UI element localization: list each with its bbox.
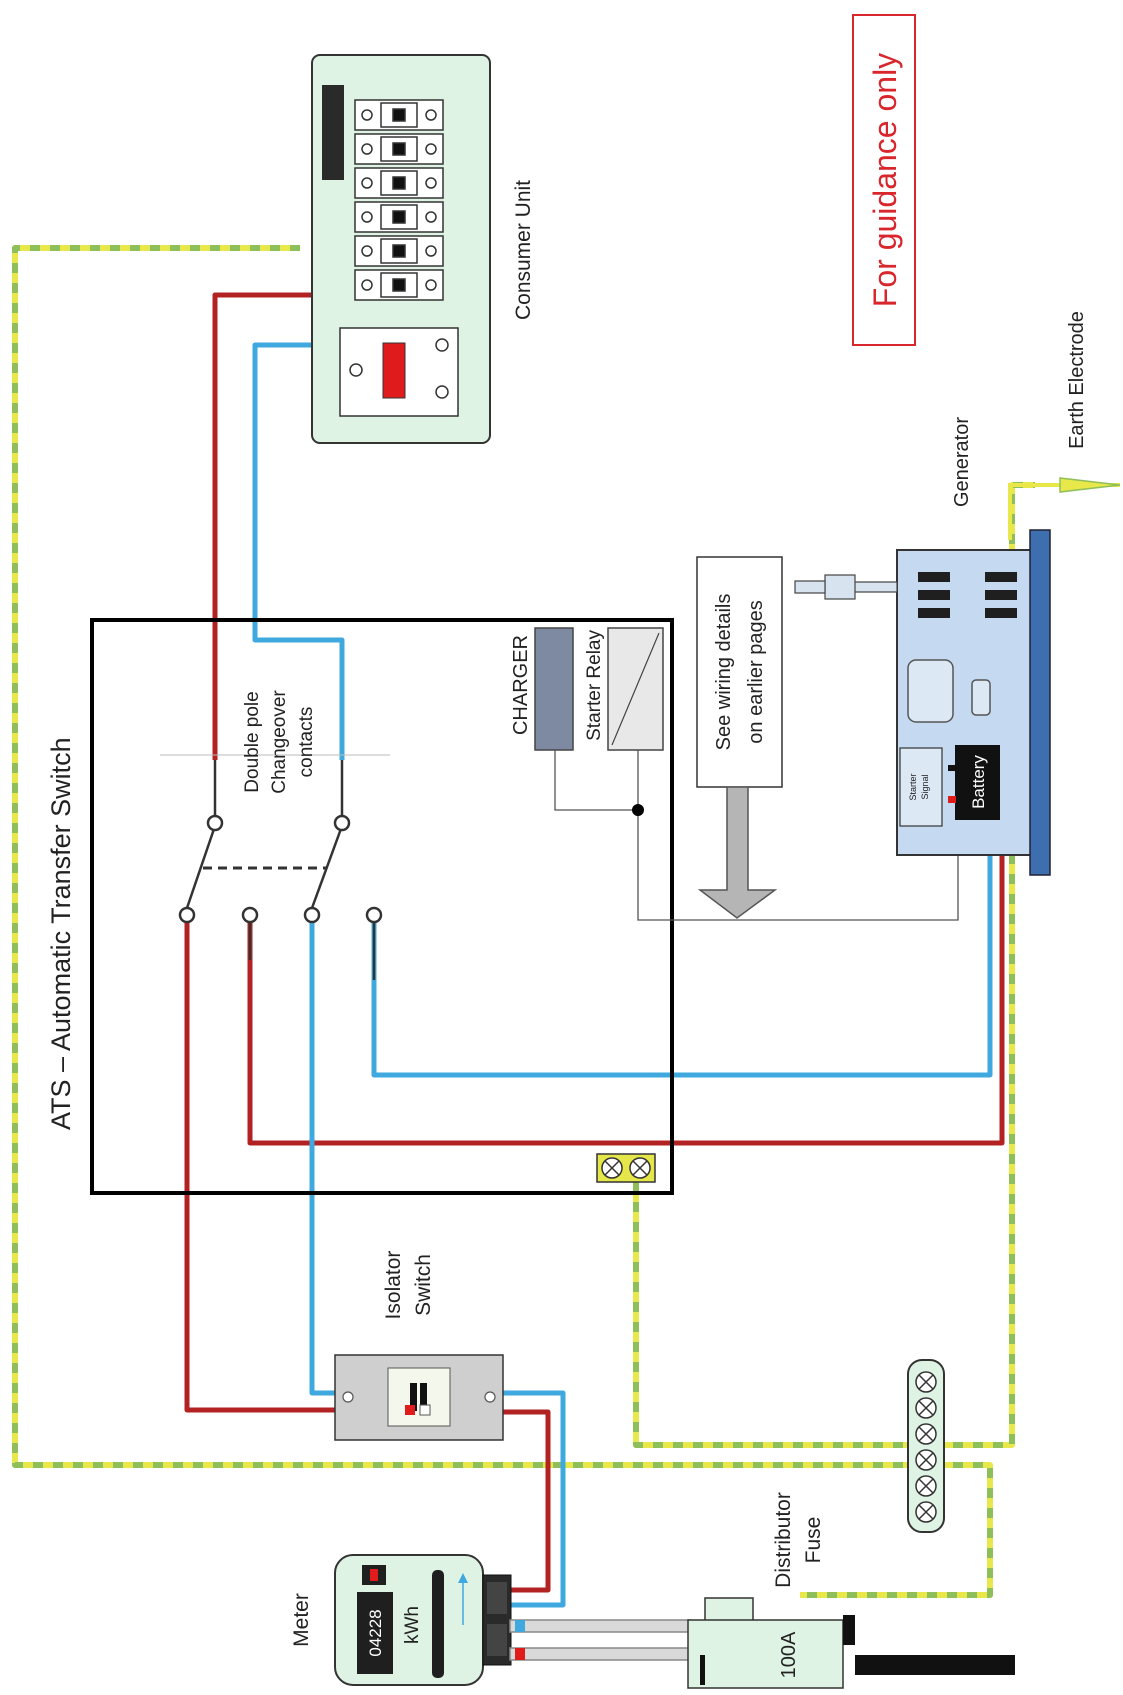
meter-reading: 04228 xyxy=(366,1609,385,1656)
meter-label: Meter xyxy=(290,1593,313,1647)
generator-label: Generator xyxy=(951,417,973,507)
starter-relay-label: Starter Relay xyxy=(584,630,605,741)
neutral-wire-generator xyxy=(371,855,993,1078)
ats-box xyxy=(90,618,674,1195)
charger-unit xyxy=(534,627,574,751)
neutral-wire-consumer xyxy=(252,342,345,760)
distributor-fuse xyxy=(687,1619,844,1689)
earth-electrode-label: Earth Electrode xyxy=(1066,311,1088,449)
battery-label: Battery xyxy=(969,755,988,809)
fuse-rating-label: 100A xyxy=(778,1631,800,1678)
starter-signal-label-2: Signal xyxy=(920,774,930,799)
generator-vents xyxy=(918,572,1017,618)
live-wire-isolator-in xyxy=(184,910,335,1413)
double-pole-label-1: Double pole xyxy=(242,691,263,792)
distributor-label-2: Fuse xyxy=(802,1517,825,1564)
see-wiring-label-2: on earlier pages xyxy=(745,600,767,743)
mcb-row xyxy=(354,99,444,301)
live-wire-meter xyxy=(503,1409,551,1593)
generator-battery xyxy=(955,745,1000,820)
live-wire-consumer xyxy=(212,292,315,760)
live-wires xyxy=(184,292,1005,1593)
isolator-label-1: Isolator xyxy=(382,1251,405,1320)
neutral-wire-meter xyxy=(503,1390,566,1608)
guidance-label: For guidance only xyxy=(867,53,903,307)
meter-unit: kWh xyxy=(402,1606,423,1644)
neutral-wires xyxy=(252,342,993,1608)
starter-signal-module xyxy=(899,747,943,827)
see-wiring-label-1: See wiring details xyxy=(713,594,735,751)
consumer-unit-label: Consumer Unit xyxy=(512,180,535,320)
double-pole-label-3: contacts xyxy=(296,707,317,778)
distributor-label-1: Distributor xyxy=(772,1492,795,1588)
isolator-label-2: Switch xyxy=(412,1254,435,1316)
starter-signal-label-1: Starter xyxy=(908,773,918,800)
see-wiring-callout xyxy=(696,556,783,788)
supply-cable xyxy=(855,1655,1015,1675)
neutral-wire-isolator-in xyxy=(309,910,335,1396)
down-arrow-icon xyxy=(697,786,778,919)
guidance-box xyxy=(852,14,916,346)
generator-skid xyxy=(1029,529,1051,876)
ats-label: ATS – Automatic Transfer Switch xyxy=(46,737,76,1130)
service-tails xyxy=(509,1619,691,1661)
meter-display xyxy=(357,1592,393,1674)
charger-label: CHARGER xyxy=(510,635,532,735)
earth-electrode xyxy=(1008,483,1120,540)
live-wire-generator xyxy=(247,855,1005,1146)
changeover-contacts xyxy=(178,760,383,980)
double-pole-label-2: Changeover xyxy=(269,690,290,794)
